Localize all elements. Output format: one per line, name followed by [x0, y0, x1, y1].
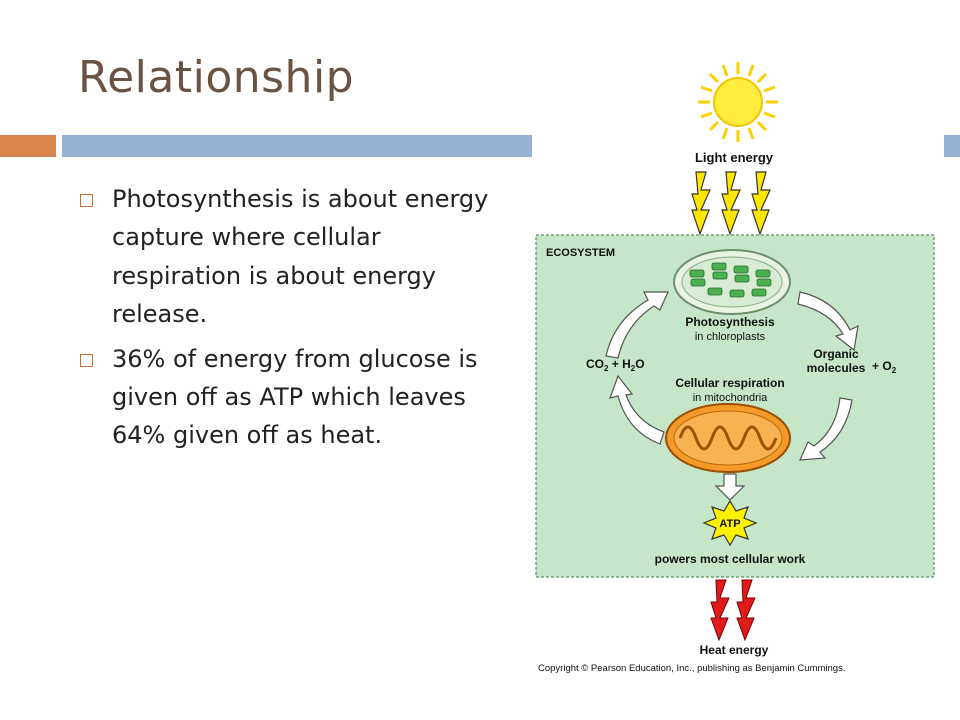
ecosystem-label: ECOSYSTEM [546, 247, 615, 259]
cellular-respiration-label: Cellular respiration [675, 376, 784, 390]
h2o-subscript: 2 [631, 364, 636, 373]
plus-h2o-text: + H [608, 357, 630, 371]
accent-bar-orange [0, 135, 56, 157]
o2-subscript: 2 [892, 366, 897, 375]
cycle-arrows-icon [605, 291, 859, 461]
square-bullet-icon [80, 353, 93, 367]
h2o-tail-text: O [635, 357, 644, 371]
bullet-item: 36% of energy from glucose is given off … [78, 340, 498, 455]
molecules-label: molecules [807, 361, 866, 375]
organic-label: Organic [813, 347, 859, 361]
o2-label: + O2 [872, 359, 897, 375]
energy-flow-diagram: Light energy ECOSYSTEM Photosynthesis in… [535, 62, 935, 674]
heat-energy-label: Heat energy [700, 643, 769, 657]
atp-label: ATP [719, 518, 740, 530]
slide-title: Relationship [78, 52, 355, 103]
square-bullet-icon [80, 194, 93, 207]
accent-bar-blue [62, 135, 532, 157]
light-arrows-icon [691, 171, 771, 236]
chloroplast-icon [673, 249, 791, 315]
bullet-text: Photosynthesis is about energy capture w… [112, 185, 489, 329]
copyright-text: Copyright © Pearson Education, Inc., pub… [538, 663, 845, 674]
bullet-item: Photosynthesis is about energy capture w… [78, 180, 498, 334]
light-energy-label: Light energy [695, 150, 774, 165]
co2-h2o-label: CO2 + H2O [586, 357, 645, 373]
heat-arrows-icon [710, 579, 756, 642]
accent-bar-blue-right [944, 135, 960, 157]
down-arrow-icon [714, 473, 746, 501]
photosynthesis-label: Photosynthesis [685, 315, 775, 329]
co2-text: CO [586, 357, 604, 371]
sun-icon [698, 62, 778, 142]
powers-label: powers most cellular work [655, 552, 806, 566]
co2-subscript: 2 [604, 364, 609, 373]
bullet-text: 36% of energy from glucose is given off … [112, 344, 478, 450]
bullet-list: Photosynthesis is about energy capture w… [78, 180, 498, 461]
mitochondrion-icon [665, 403, 791, 473]
in-chloroplasts-label: in chloroplasts [695, 331, 766, 343]
in-mitochondria-label: in mitochondria [693, 392, 768, 404]
atp-burst-icon [702, 499, 758, 547]
o2-text: + O [872, 359, 892, 373]
